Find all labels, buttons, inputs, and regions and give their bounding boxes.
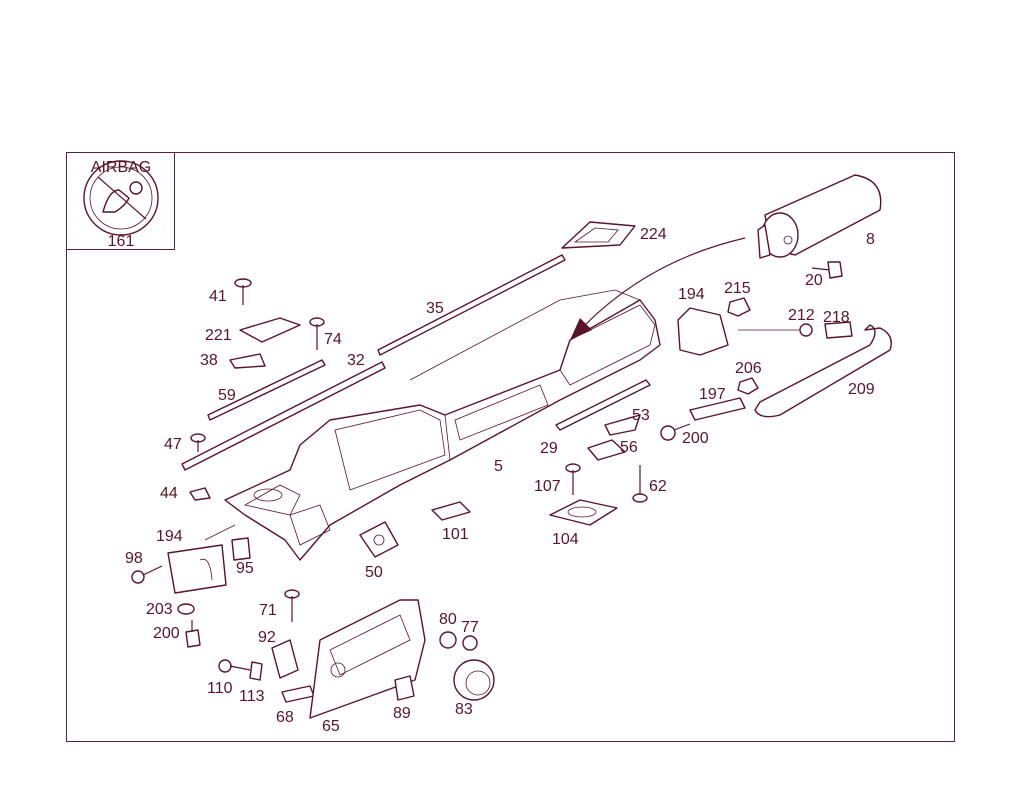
- screw-part-62: [632, 465, 648, 503]
- bracket-part-197: [689, 397, 746, 421]
- strip-part-29: [555, 379, 651, 431]
- ring-part-80: [439, 631, 457, 649]
- bolt-part-20: [811, 261, 843, 279]
- strip-part-59: [207, 359, 326, 421]
- callout-161: 161: [108, 233, 135, 250]
- bolt-part-110: [218, 659, 251, 673]
- clip-part-113: [249, 661, 263, 681]
- callout-62: 62: [649, 478, 667, 495]
- callout-221: 221: [205, 327, 232, 344]
- clip-part-38: [229, 353, 266, 369]
- callout-194-lower: 194: [156, 528, 183, 545]
- callout-92: 92: [258, 629, 276, 646]
- screw-part-74: [309, 317, 325, 350]
- callout-113: 113: [239, 688, 265, 705]
- callout-104: 104: [552, 531, 579, 548]
- callout-77: 77: [461, 619, 479, 636]
- bolt-part-200-lower: [185, 620, 201, 648]
- diagram-frame: [66, 152, 955, 742]
- callout-200-lower: 200: [153, 625, 180, 642]
- clip-part-95: [231, 537, 251, 561]
- callout-29: 29: [540, 440, 558, 457]
- washer-part-203: [177, 603, 195, 615]
- callout-197: 197: [699, 386, 726, 403]
- bracket-part-194-upper: [677, 307, 729, 356]
- callout-218: 218: [823, 309, 850, 326]
- airbag-warning-icon: AIRBAG: [83, 159, 159, 236]
- callout-110: 110: [207, 680, 233, 697]
- callout-89: 89: [393, 705, 411, 722]
- callout-38: 38: [200, 352, 218, 369]
- airbag-module-part-8: [757, 174, 882, 259]
- screw-part-47: [190, 433, 206, 452]
- inset-box: [66, 152, 175, 250]
- screw-part-107: [565, 463, 581, 495]
- grille-part-224: [561, 221, 636, 249]
- callout-83: 83: [455, 701, 473, 718]
- callout-32: 32: [347, 352, 365, 369]
- bracket-part-92: [271, 639, 299, 679]
- callout-215: 215: [724, 280, 751, 297]
- clip-part-68: [281, 685, 315, 703]
- callout-59: 59: [218, 387, 236, 404]
- callout-41: 41: [209, 288, 227, 305]
- clip-part-44: [189, 487, 211, 501]
- arrow-head-icon: [570, 318, 592, 340]
- callout-53: 53: [632, 407, 650, 424]
- screw-part-41: [234, 278, 252, 305]
- nut-part-215: [727, 297, 751, 317]
- bracket-part-50: [359, 521, 399, 558]
- callout-107: 107: [534, 478, 561, 495]
- callout-80: 80: [439, 611, 457, 628]
- callout-35: 35: [426, 300, 444, 317]
- assembly-arrow: [584, 237, 746, 326]
- callout-101: 101: [442, 526, 469, 543]
- callout-95: 95: [236, 560, 254, 577]
- callout-44: 44: [160, 485, 178, 502]
- nut-part-206: [737, 377, 759, 395]
- callout-206: 206: [735, 360, 762, 377]
- screw-part-98: [131, 565, 163, 584]
- callout-203: 203: [146, 601, 173, 618]
- strip-part-32: [181, 361, 386, 471]
- callout-8: 8: [866, 231, 875, 248]
- callout-50: 50: [365, 564, 383, 581]
- callout-labels: 224 8 20 194 215 212 218 35 41 221 74 38…: [125, 226, 875, 735]
- callout-20: 20: [805, 272, 823, 289]
- lower-panel-part-65: [309, 599, 426, 719]
- callout-98: 98: [125, 550, 143, 567]
- callout-56: 56: [620, 439, 638, 456]
- grab-handle-part-209: [754, 324, 892, 418]
- sleeve-part-218: [824, 321, 853, 339]
- callout-194-upper: 194: [678, 286, 705, 303]
- plug-part-89: [394, 675, 415, 701]
- inset-badge-text: AIRBAG: [91, 159, 151, 176]
- callout-71: 71: [259, 602, 277, 619]
- vent-part-83: [453, 659, 495, 701]
- gasket-part-104: [549, 499, 618, 526]
- washer-part-212: [799, 323, 813, 337]
- screw-part-71: [284, 589, 300, 622]
- callout-5: 5: [494, 458, 503, 475]
- callout-65: 65: [322, 718, 340, 735]
- ring-part-77: [462, 635, 478, 651]
- bolt-part-200-upper: [660, 423, 691, 441]
- callout-209: 209: [848, 381, 875, 398]
- clip-part-101: [431, 501, 471, 521]
- callout-68: 68: [276, 709, 294, 726]
- callout-224: 224: [640, 226, 667, 243]
- bracket-part-194-lower: [167, 544, 227, 594]
- clip-part-53: [604, 414, 641, 436]
- callout-200-upper: 200: [682, 430, 709, 447]
- rail-part-35: [377, 254, 566, 356]
- bracket-part-56: [587, 439, 626, 461]
- callout-74: 74: [324, 331, 342, 348]
- callout-212: 212: [788, 307, 815, 324]
- cover-part-221: [239, 317, 301, 343]
- callout-47: 47: [164, 436, 182, 453]
